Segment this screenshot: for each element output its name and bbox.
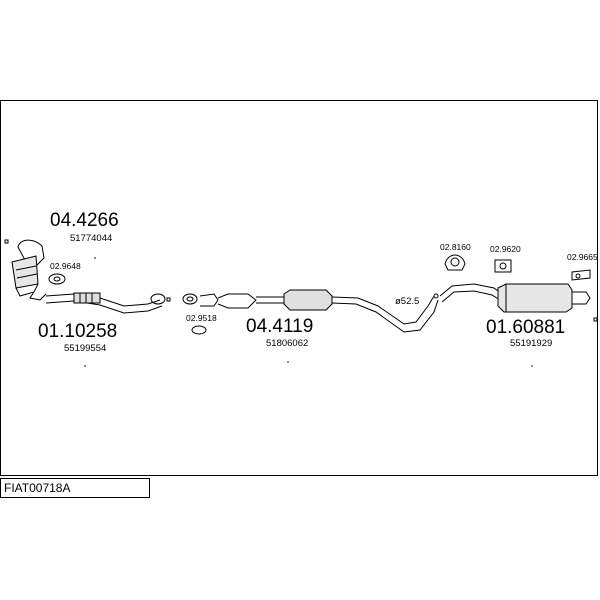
diagram-code-box: FIAT00718A xyxy=(0,478,150,498)
oem-51806062: 51806062 xyxy=(266,338,309,349)
front-pipe xyxy=(29,291,171,314)
gasket-02-9518 xyxy=(182,293,207,335)
part-ref-02-9665: 02.9665 xyxy=(567,252,598,262)
part-ref-02-9620: 02.9620 xyxy=(490,244,521,254)
rubber-mount-02-8160 xyxy=(444,254,466,271)
rear-silencer xyxy=(439,283,598,322)
part-ref-04-4266: 04.4266 xyxy=(50,210,119,231)
rubber-mount-02-9665 xyxy=(571,269,591,281)
pipe-diameter-label: ø52.5 xyxy=(395,296,420,307)
oem-55191929: 55191929 xyxy=(510,338,553,349)
gasket-02-9648 xyxy=(48,273,66,285)
rubber-mount-02-9620 xyxy=(494,259,512,273)
part-ref-02-9518: 02.9518 xyxy=(186,313,217,323)
oem-55199554: 55199554 xyxy=(64,343,107,354)
part-ref-04-4119: 04.4119 xyxy=(246,316,314,337)
part-ref-02-9648: 02.9648 xyxy=(50,261,81,271)
oem-51774044: 51774044 xyxy=(70,233,113,244)
part-ref-01-10258: 01.10258 xyxy=(38,321,118,342)
part-ref-01-60881: 01.60881 xyxy=(486,317,566,338)
middle-silencer xyxy=(199,289,439,333)
part-ref-02-8160: 02.8160 xyxy=(440,242,471,252)
catalytic-converter xyxy=(4,239,45,297)
diagram-frame xyxy=(0,100,598,476)
diagram-code: FIAT00718A xyxy=(4,481,71,495)
